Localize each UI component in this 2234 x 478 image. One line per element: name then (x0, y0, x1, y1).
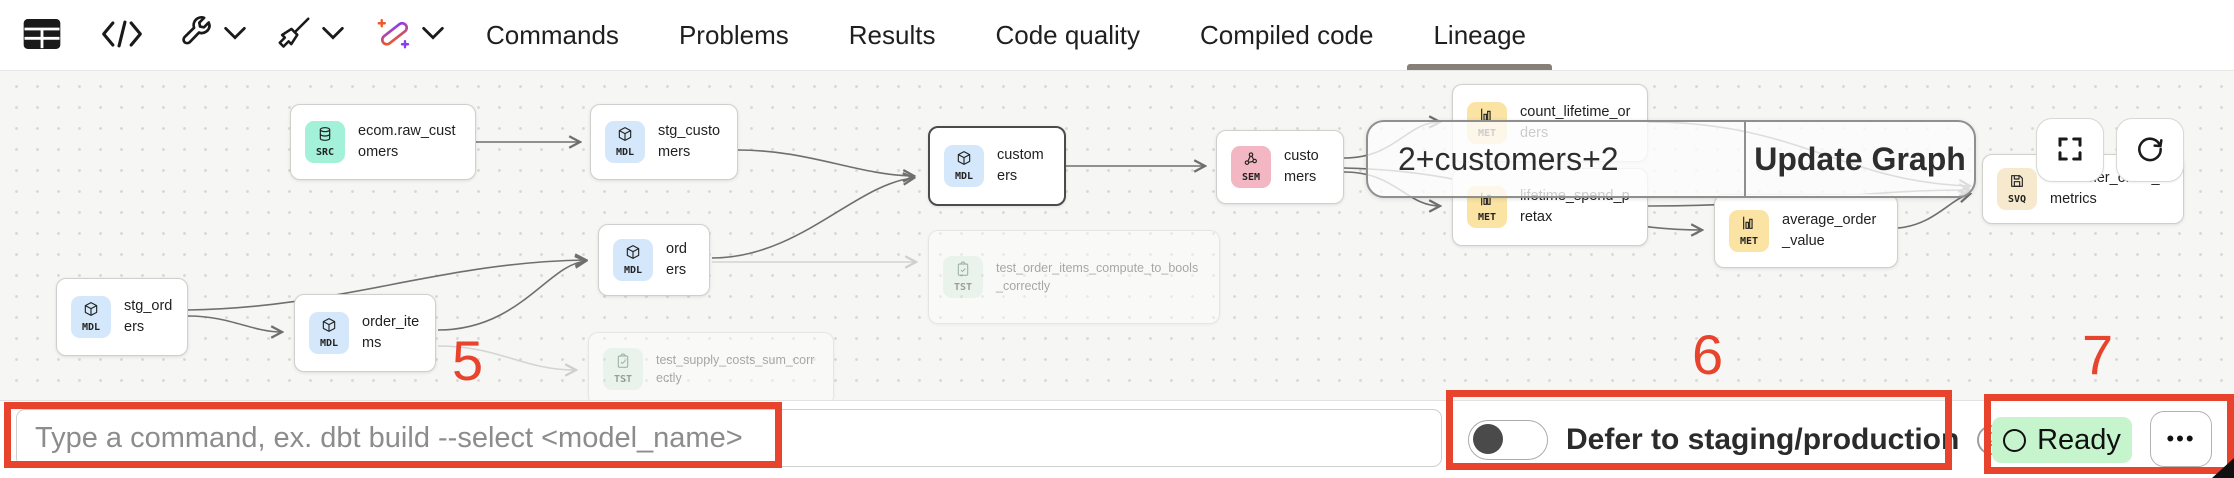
tab-results[interactable]: Results (823, 0, 962, 70)
mdl-icon (83, 301, 99, 322)
mdl-icon (321, 317, 337, 338)
command-bar: Defer to staging/production ? Ready ••• (0, 400, 2234, 478)
svq-badge: SVQ (1997, 168, 2037, 210)
met-badge: MET (1729, 210, 1769, 252)
format-tools-dropdown[interactable] (276, 15, 344, 56)
mdl-icon (956, 150, 972, 171)
tst-icon (955, 261, 971, 282)
node-label: test_order_items_compute_to_bools_correc… (996, 260, 1199, 293)
mdl-icon (617, 126, 633, 147)
refresh-button[interactable] (2116, 118, 2184, 182)
status-label: Ready (2037, 423, 2121, 456)
tab-code-quality[interactable]: Code quality (969, 0, 1166, 70)
badge-type-label: SRC (315, 147, 335, 158)
node-label: average_order_value (1782, 211, 1877, 249)
mdl-badge: MDL (605, 121, 645, 163)
badge-type-label: TST (613, 374, 633, 385)
lineage-node-stg-orders[interactable]: MDL stg_orders (56, 278, 188, 356)
toolbar-icon-group (18, 0, 444, 70)
node-label: order_items (362, 313, 420, 351)
sem-icon (1243, 151, 1259, 172)
build-tools-dropdown[interactable] (178, 15, 246, 56)
refresh-icon (2134, 133, 2166, 168)
table-icon (22, 17, 62, 54)
lineage-node-stg-customers[interactable]: MDL stg_customers (590, 104, 738, 180)
lineage-node-test-order-items-compute-to-bools-correctly[interactable]: TST test_order_items_compute_to_bools_cor… (928, 230, 1220, 324)
lineage-selector-overlay: 2+customers+2 Update Graph (1366, 120, 1976, 198)
src-icon (317, 126, 333, 147)
command-input[interactable] (16, 409, 1442, 467)
node-label: orders (666, 240, 687, 278)
chevron-down-icon (224, 26, 246, 45)
defer-control: Defer to staging/production ? (1468, 401, 2008, 478)
mdl-badge: MDL (71, 296, 111, 338)
svq-icon (2009, 173, 2025, 194)
lineage-node-order-items[interactable]: MDL order_items (294, 294, 436, 372)
tab-commands[interactable]: Commands (460, 0, 645, 70)
defer-label: Defer to staging/production (1566, 423, 1960, 456)
tab-compiled-code[interactable]: Compiled code (1174, 0, 1399, 70)
met-icon (1741, 215, 1757, 236)
src-badge: SRC (305, 121, 345, 163)
update-graph-button[interactable]: Update Graph (1746, 122, 1974, 196)
broom-icon (276, 15, 312, 56)
fullscreen-button[interactable] (2036, 118, 2104, 182)
defer-toggle[interactable] (1468, 420, 1548, 460)
code-view-button[interactable] (96, 15, 148, 56)
lineage-node-test-supply-costs-sum-correctly[interactable]: TST test_supply_costs_sum_correctly (588, 332, 834, 406)
badge-type-label: MDL (81, 322, 101, 333)
badge-type-label: SEM (1241, 172, 1261, 183)
node-label: customers (997, 146, 1044, 184)
badge-type-label: MDL (615, 147, 635, 158)
wrench-icon (178, 15, 214, 56)
tst-badge: TST (943, 256, 983, 298)
badge-type-label: MET (1739, 236, 1759, 247)
badge-type-label: SVQ (2007, 194, 2027, 205)
badge-type-label: MDL (623, 265, 643, 276)
tst-badge: TST (603, 348, 643, 390)
toggle-knob (1473, 424, 1503, 454)
mdl-badge: MDL (613, 239, 653, 281)
chevron-down-icon (322, 26, 344, 45)
mdl-badge: MDL (944, 145, 984, 187)
lineage-node-customers-semantic[interactable]: SEM customers (1216, 130, 1344, 204)
magic-wand-icon (374, 15, 412, 56)
ai-assist-dropdown[interactable] (374, 15, 444, 56)
lineage-node-ecom-raw-customers[interactable]: SRC ecom.raw_customers (290, 104, 476, 180)
lineage-selector-input[interactable]: 2+customers+2 (1398, 140, 1619, 177)
status-circle-icon (2003, 428, 2027, 452)
table-view-button[interactable] (18, 13, 66, 58)
node-label: stg_orders (124, 297, 173, 335)
node-label: stg_customers (658, 122, 721, 160)
lineage-node-average-order-value[interactable]: MET average_order_value (1714, 194, 1898, 268)
tst-icon (615, 353, 631, 374)
node-label: ecom.raw_customers (358, 122, 456, 160)
node-label: customers (1284, 147, 1319, 185)
code-icon (100, 19, 144, 52)
lineage-node-customers-model[interactable]: MDL customers (928, 126, 1066, 206)
mdl-badge: MDL (309, 312, 349, 354)
chevron-down-icon (422, 26, 444, 45)
node-label: test_supply_costs_sum_correctly (656, 352, 815, 385)
badge-type-label: MDL (954, 171, 974, 182)
tab-problems[interactable]: Problems (653, 0, 815, 70)
badge-type-label: TST (953, 282, 973, 293)
lineage-canvas[interactable]: 2+customers+2 Update Graph SRC ecom.raw_c… (0, 70, 2234, 406)
badge-type-label: MDL (319, 338, 339, 349)
lineage-node-orders[interactable]: MDL orders (598, 224, 710, 296)
fullscreen-icon (2055, 134, 2085, 167)
tab-lineage[interactable]: Lineage (1407, 0, 1552, 70)
status-badge[interactable]: Ready (1992, 417, 2132, 463)
badge-type-label: MET (1477, 212, 1497, 223)
sem-badge: SEM (1231, 146, 1271, 188)
more-options-button[interactable]: ••• (2150, 411, 2212, 467)
mdl-icon (625, 244, 641, 265)
